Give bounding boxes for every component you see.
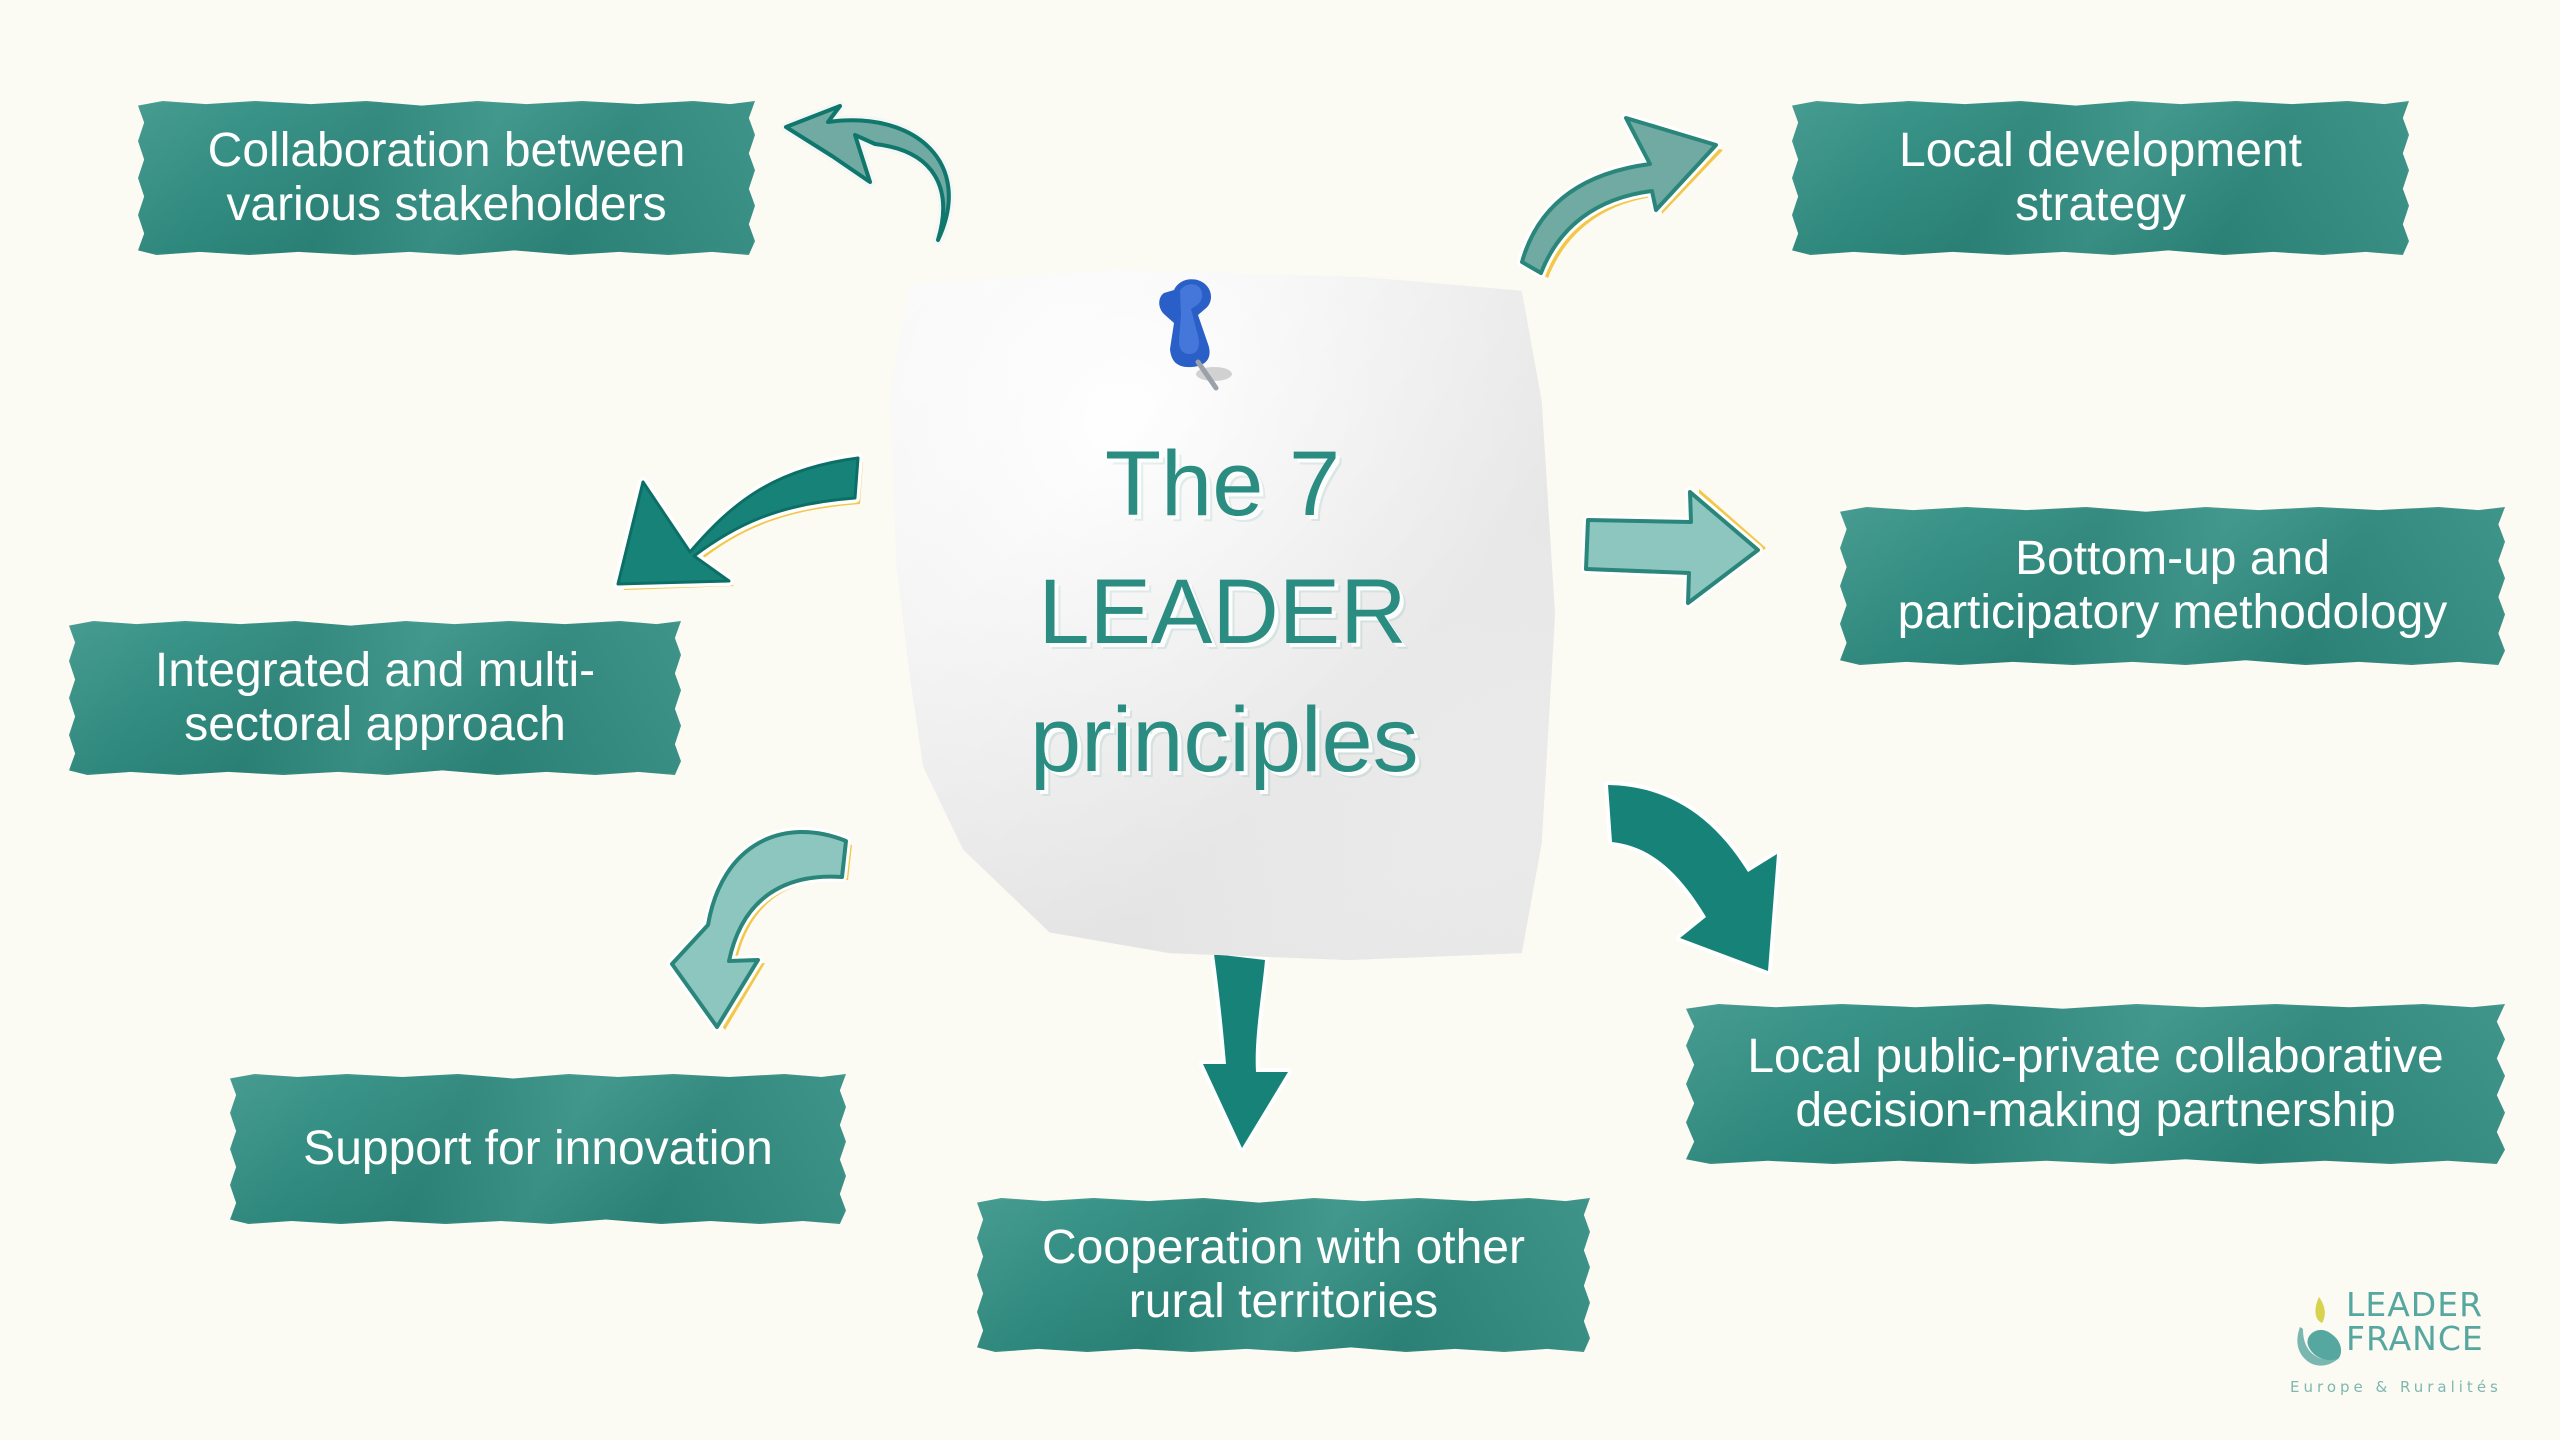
center-title-line-2: LEADER — [1038, 561, 1407, 663]
principle-partnership-line-1: Local public-private collaborative — [1747, 1030, 2444, 1083]
principle-integrated-approach-label: Integrated and multi- sectoral approach — [155, 644, 595, 752]
center-note-card: The 7 LEADER principles — [890, 270, 1555, 960]
arrow-collaboration — [781, 101, 954, 245]
principle-collaboration-label: Collaboration between various stakeholde… — [208, 124, 686, 232]
leader-france-logo: LEADER FRANCE Europe & Ruralités — [2286, 1288, 2516, 1408]
principle-cooperation-line-2: rural territories — [1128, 1275, 1439, 1328]
principle-cooperation-label: Cooperation with other rural territories — [1042, 1221, 1525, 1329]
principle-innovation-tape: Support for innovation — [230, 1074, 846, 1224]
logo-name-line-2: FRANCE — [2346, 1319, 2484, 1358]
principle-cooperation-tape: Cooperation with other rural territories — [977, 1198, 1590, 1352]
principle-innovation-label: Support for innovation — [303, 1122, 773, 1176]
arrow-cooperation — [1199, 950, 1292, 1152]
principle-bottom-up-tape: Bottom-up and participatory methodology — [1840, 507, 2505, 665]
principle-local-development-tape: Local development strategy — [1792, 101, 2409, 255]
arrow-partnership — [1604, 781, 1781, 975]
logo-name: LEADER FRANCE — [2346, 1288, 2484, 1356]
principle-local-development-label: Local development strategy — [1899, 124, 2302, 232]
principle-partnership-label: Local public-private collaborative decis… — [1747, 1030, 2443, 1138]
center-title-line-1: The 7 — [1104, 433, 1341, 535]
principle-innovation-line-1: Support for innovation — [303, 1122, 773, 1175]
principle-local-development-line-2: strategy — [2015, 178, 2186, 231]
principle-integrated-approach-tape: Integrated and multi- sectoral approach — [69, 621, 681, 775]
principle-collaboration-line-2: various stakeholders — [226, 178, 667, 231]
push-pin-icon — [1159, 279, 1232, 391]
center-title-line-3: principles — [1030, 689, 1419, 791]
principle-partnership-line-2: decision-making partnership — [1795, 1084, 2396, 1137]
principle-bottom-up-line-2: participatory methodology — [1897, 586, 2448, 639]
principle-collaboration-line-1: Collaboration between — [207, 124, 686, 177]
principle-integrated-approach-line-2: sectoral approach — [184, 698, 566, 751]
arrow-integrated-approach — [613, 453, 863, 590]
logo-name-line-1: LEADER — [2346, 1285, 2484, 1324]
principle-integrated-approach-line-1: Integrated and multi- — [154, 644, 596, 697]
leaf-drop-logo-icon — [2297, 1297, 2342, 1366]
arrow-local-development — [1517, 113, 1723, 278]
principle-cooperation-line-1: Cooperation with other — [1042, 1221, 1525, 1274]
principle-bottom-up-line-1: Bottom-up and — [2015, 532, 2330, 585]
principle-local-development-line-1: Local development — [1899, 124, 2302, 177]
principle-partnership-tape: Local public-private collaborative decis… — [1686, 1004, 2505, 1164]
logo-tagline: Europe & Ruralités — [2290, 1378, 2502, 1396]
arrow-bottom-up — [1581, 487, 1766, 608]
principle-bottom-up-label: Bottom-up and participatory methodology — [1898, 532, 2448, 640]
arrow-innovation — [667, 827, 852, 1032]
principle-collaboration-tape: Collaboration between various stakeholde… — [138, 101, 755, 255]
center-title: The 7 LEADER principles — [1030, 420, 1419, 804]
